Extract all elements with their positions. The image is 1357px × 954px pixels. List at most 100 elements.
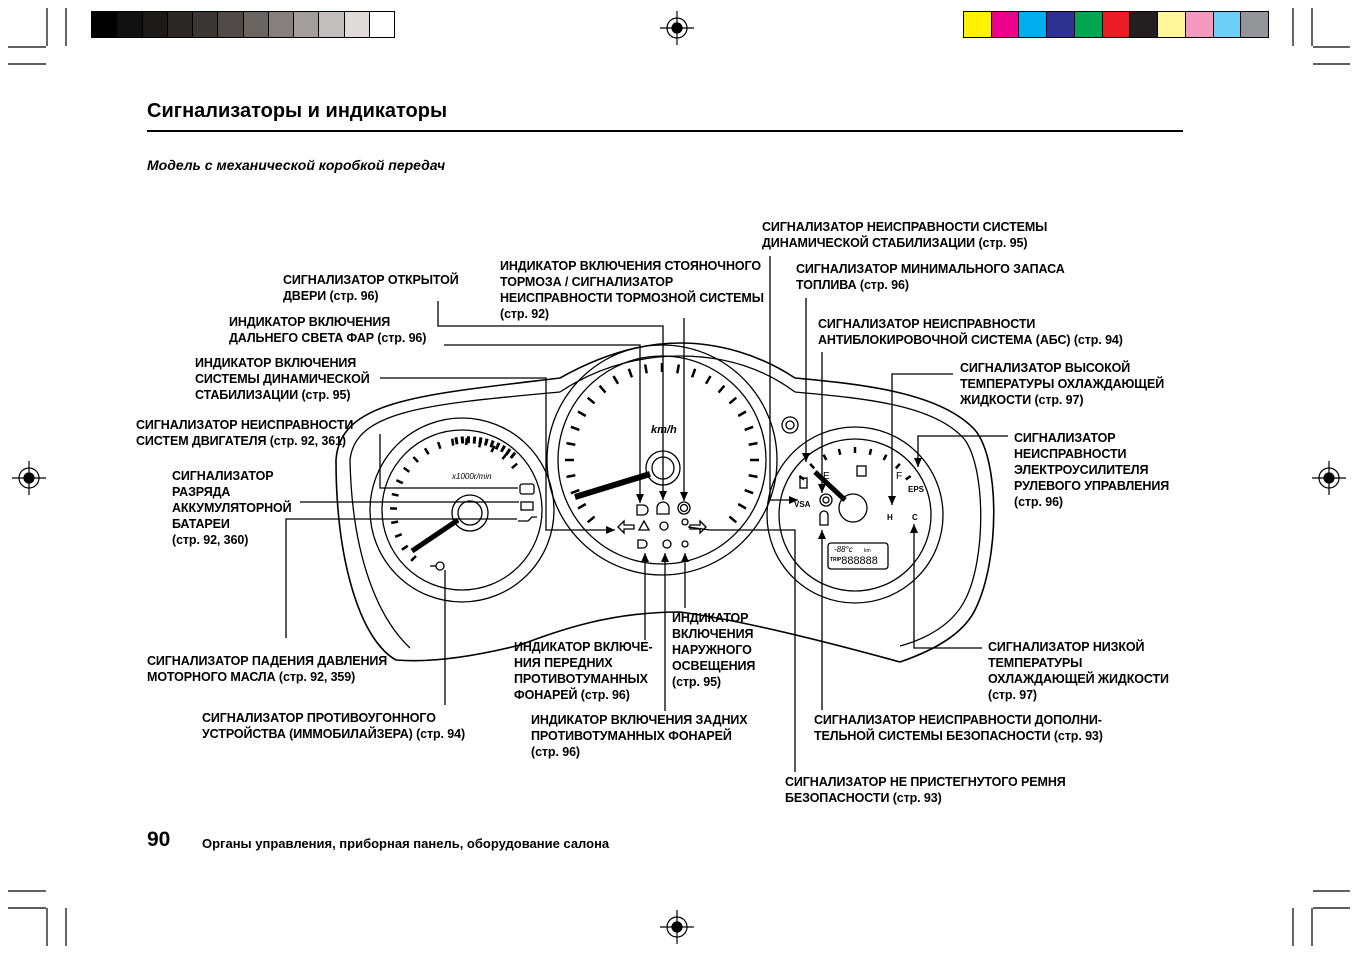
fuel-temp-gauge-bezel-inner <box>778 438 932 592</box>
speedometer-tick <box>612 375 620 385</box>
srs-airbag-icon-small <box>659 521 669 531</box>
speedometer-bezel-inner <box>557 355 767 565</box>
speedometer-tick <box>690 368 697 378</box>
speedometer-tick <box>627 368 634 378</box>
label-eps: СИГНАЛИЗАТОР НЕИСПРАВНОСТИ ЭЛЕКТРОУСИЛИТ… <box>1014 431 1170 509</box>
label-low-fuel: СИГНАЛИЗАТОР МИНИМАЛЬНОГО ЗАПАСА ТОПЛИВА… <box>796 262 1065 292</box>
fuel-gauge-tick <box>822 454 828 461</box>
gray-swatch-4 <box>193 12 219 37</box>
eps-indicator-text: EPS <box>908 485 925 494</box>
display-odometer: 888888 <box>841 556 878 568</box>
speedometer-tick <box>728 515 738 524</box>
speedometer-tick <box>570 488 580 495</box>
abs-icon <box>819 493 833 507</box>
gray-swatch-3 <box>167 12 193 37</box>
tachometer-tick <box>410 555 417 562</box>
color-swatch-3 <box>1047 12 1075 37</box>
tachometer-tick <box>394 533 403 538</box>
speedometer-tick <box>598 384 607 394</box>
temp-cold-label: C <box>912 513 918 522</box>
tachometer-tick <box>401 544 409 551</box>
vsa-indicator-text: VSA <box>794 500 811 509</box>
registration-mark-top <box>660 11 694 45</box>
color-swatch-10 <box>1241 12 1269 37</box>
tachometer-tick <box>450 438 455 446</box>
color-swatch-8 <box>1185 12 1214 37</box>
label-srs: СИГНАЛИЗАТОР НЕИСПРАВНОСТИ ДОПОЛНИ- ТЕЛЬ… <box>814 713 1103 743</box>
seatbelt-icon-small <box>681 518 689 526</box>
vsa-fault-icon <box>799 477 808 489</box>
fuel-pump-icon <box>856 465 867 477</box>
label-high-beam: ИНДИКАТОР ВКЛЮЧЕНИЯ ДАЛЬНЕГО СВЕТА ФАР (… <box>229 315 427 345</box>
speedometer-tick <box>586 515 596 524</box>
immobilizer-key-icon <box>435 561 445 571</box>
label-lights-on: ИНДИКАТОР ВКЛЮЧЕНИЯ НАРУЖНОГО ОСВЕЩЕНИЯ … <box>672 611 756 689</box>
section-subtitle: Модель с механической коробкой передач <box>147 157 446 173</box>
fuel-gauge-tick <box>868 448 873 456</box>
speedometer-tick <box>566 441 576 446</box>
gray-swatch-8 <box>294 12 320 37</box>
tachometer-bezel-inner <box>381 429 543 591</box>
page-title: Сигнализаторы и индикаторы <box>147 100 448 122</box>
temp-hot-label: H <box>887 513 893 522</box>
color-swatch-4 <box>1074 12 1103 37</box>
gray-swatch-11 <box>369 12 394 37</box>
fuel-full-label: F <box>896 471 902 482</box>
speedometer-tick <box>728 396 738 405</box>
registration-mark-right <box>1312 461 1346 495</box>
color-swatch-6 <box>1130 12 1159 37</box>
speedometer-tick <box>737 410 747 418</box>
speedometer-tick <box>748 441 758 446</box>
tachometer-tick <box>423 447 430 455</box>
fuel-temp-gauge-bezel-outer <box>766 426 944 604</box>
fuel-gauge-tick <box>837 448 842 456</box>
color-swatch-2 <box>1019 12 1048 37</box>
color-swatch-9 <box>1213 12 1242 37</box>
color-swatch-7 <box>1158 12 1186 37</box>
speedometer-tick <box>717 384 726 394</box>
label-oil-pressure: СИГНАЛИЗАТОР ПАДЕНИЯ ДАВЛЕНИЯ МОТОРНОГО … <box>147 654 388 684</box>
check-engine-icon <box>519 483 535 495</box>
high-beam-icon <box>636 504 649 516</box>
label-front-fog: ИНДИКАТОР ВКЛЮЧЕ- НИЯ ПЕРЕДНИХ ПРОТИВОТУ… <box>514 640 653 702</box>
rpm-unit-label: x1000r/min <box>451 472 492 481</box>
fuel-gauge-tick <box>809 463 816 470</box>
tachometer-tick <box>391 492 399 497</box>
fuel-gauge-tick <box>894 463 901 470</box>
gray-swatch-2 <box>142 12 168 37</box>
fuel-empty-label: E <box>823 471 830 482</box>
label-vsa-on: ИНДИКАТОР ВКЛЮЧЕНИЯ СИСТЕМЫ ДИНАМИЧЕСКОЙ… <box>195 356 370 402</box>
lights-on-icon <box>681 540 689 548</box>
label-battery-charge: СИГНАЛИЗАТОР РАЗРЯДА АККУМУЛЯТОРНОЙ БАТА… <box>172 469 292 547</box>
registration-mark-bottom <box>660 910 694 944</box>
tachometer-tick <box>412 456 420 463</box>
registration-mark-left <box>12 461 46 495</box>
speedometer-tick <box>744 425 754 432</box>
speedometer-tick <box>643 364 648 374</box>
gray-swatch-5 <box>218 12 244 37</box>
rear-fog-icon <box>662 539 672 549</box>
process-color-bar <box>963 11 1269 38</box>
label-abs: СИГНАЛИЗАТОР НЕИСПРАВНОСТИ АНТИБЛОКИРОВО… <box>818 317 1123 347</box>
vsa-on-icon <box>637 519 651 531</box>
gray-swatch-6 <box>243 12 269 37</box>
label-high-coolant-temp: СИГНАЛИЗАТОР ВЫСОКОЙ ТЕМПЕРАТУРЫ ОХЛАЖДА… <box>960 361 1165 407</box>
speed-unit-label: km/h <box>651 424 677 436</box>
tachometer-tick <box>436 441 442 450</box>
tachometer-tick <box>402 466 411 473</box>
speedometer-tick <box>566 474 576 479</box>
speedometer-tick <box>577 410 587 418</box>
gray-swatch-7 <box>268 12 294 37</box>
tachometer-tick <box>490 445 496 453</box>
label-door-open: СИГНАЛИЗАТОР ОТКРЫТОЙ ДВЕРИ (стр. 96) <box>283 273 459 303</box>
trip-knob <box>781 416 799 434</box>
label-engine-malfunction: СИГНАЛИЗАТОР НЕИСПРАВНОСТИ СИСТЕМ ДВИГАТ… <box>136 418 354 448</box>
color-swatch-1 <box>991 12 1020 37</box>
gray-swatch-9 <box>319 12 345 37</box>
label-vsa-fault: СИГНАЛИЗАТОР НЕИСПРАВНОСТИ СИСТЕМЫ ДИНАМ… <box>762 220 1048 250</box>
fuel-gauge-ticks <box>798 447 912 481</box>
page-number: 90 <box>147 828 171 851</box>
odometer-display <box>827 542 889 570</box>
